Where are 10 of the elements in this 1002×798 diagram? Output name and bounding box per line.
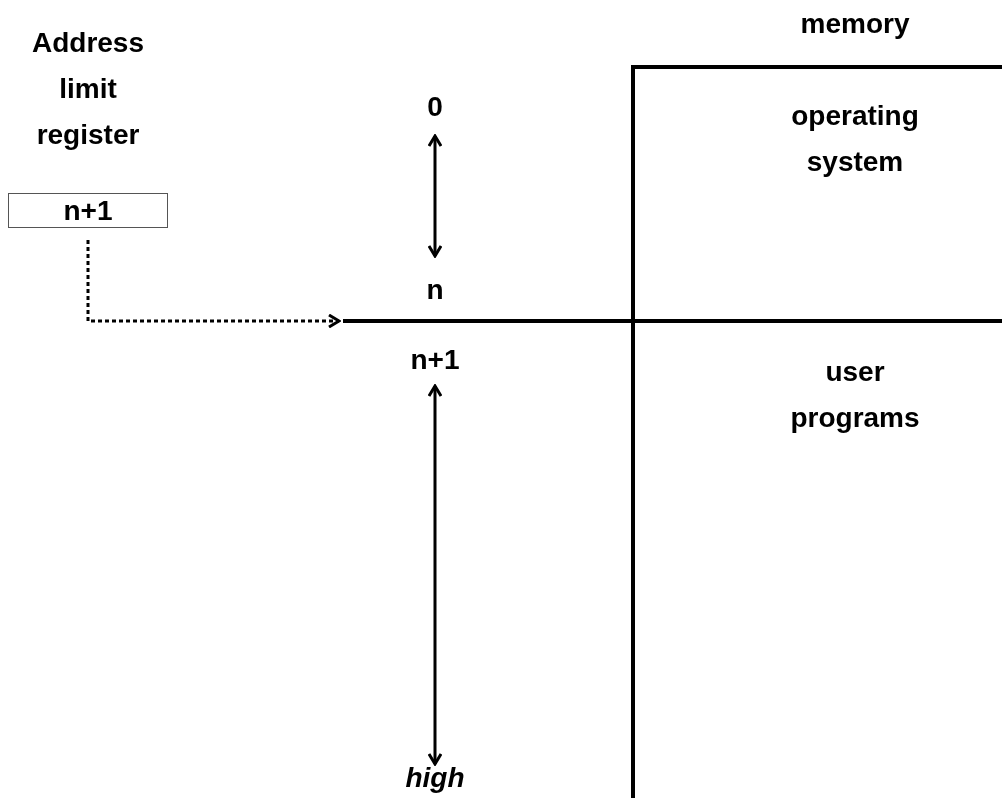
register-value: n+1 [8,193,168,228]
memory-heading: memory [799,7,911,41]
address-label: 0 [426,90,444,124]
region-label: user programs [789,355,921,435]
dotted-arrow [86,240,341,329]
address-label: n [425,273,445,307]
address-label: n+1 [409,343,461,377]
address-label: high [404,761,466,795]
region-label: operating system [790,99,920,179]
register-label: Address limit register [30,26,145,152]
